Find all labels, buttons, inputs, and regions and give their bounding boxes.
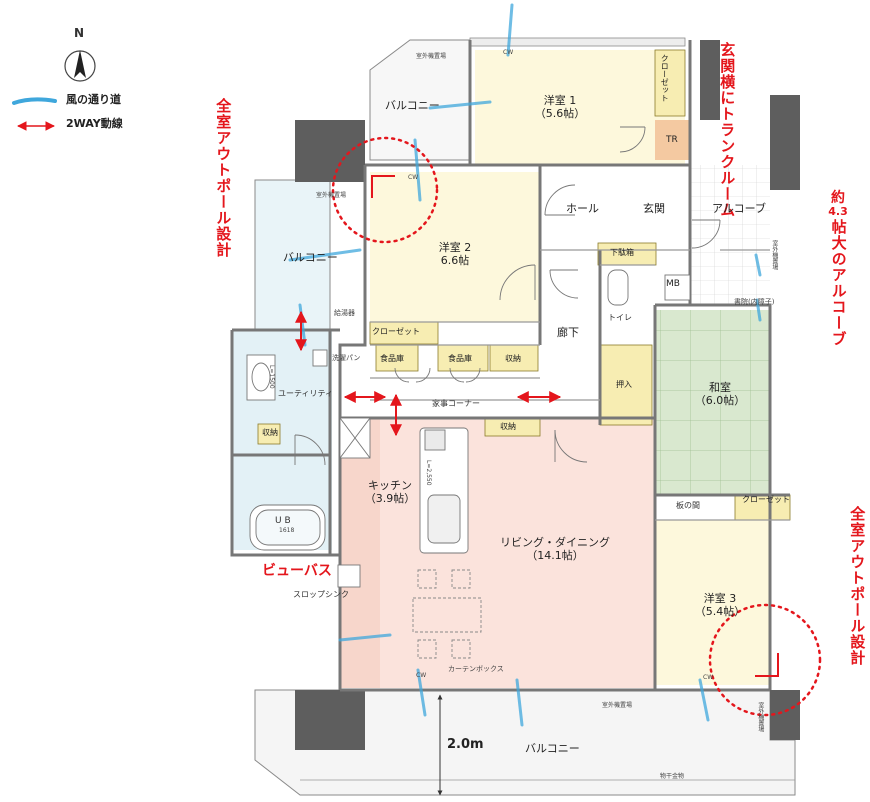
label-storage2: 収納 <box>500 422 516 431</box>
label-genkan: 玄関 <box>643 202 665 215</box>
label-shoe: 下駄箱 <box>610 248 634 257</box>
label-closet1: クローゼット <box>372 327 420 336</box>
label-wash-pan: 洗濯パン <box>332 354 361 362</box>
thin-walls <box>370 249 790 521</box>
room-washitsu: 和室 （6.0帖） <box>690 381 750 407</box>
alcove-suffix: 帖大のアルコーブ <box>829 218 848 347</box>
walls <box>230 40 790 692</box>
balcony-depth-label: 2.0m <box>447 737 484 752</box>
dining-set <box>412 569 482 659</box>
label-monohoshi: 物干金物 <box>660 773 685 780</box>
label-ub-size: 1618 <box>279 527 295 534</box>
room-western2: 洋室 2 6.6帖 <box>425 241 485 267</box>
room-western2-name: 洋室 2 <box>438 241 472 254</box>
balconies <box>254 37 796 796</box>
label-cw3: CW <box>416 672 427 679</box>
fixtures <box>246 269 691 588</box>
room-kitchen: キッチン （3.9帖） <box>355 479 425 505</box>
label-toilet: トイレ <box>608 313 632 322</box>
label-corridor: 廊下 <box>557 326 579 339</box>
columns <box>295 40 800 750</box>
label-housework: 家事コーナー <box>432 399 480 408</box>
room-washitsu-name: 和室 <box>709 381 731 394</box>
room-western1: 洋室 1 （5.6帖） <box>530 94 590 120</box>
room-living-size: （14.1帖） <box>526 548 584 562</box>
label-balcony-left: バルコニー <box>283 251 338 264</box>
legend-wind-label: 風の通り道 <box>66 93 121 106</box>
label-curtain-box: カーテンボックス <box>448 665 504 673</box>
room-living-name: リビング・ダイニング <box>500 536 610 549</box>
label-closet2: クローゼット <box>742 495 790 504</box>
room-western3-size: （5.4帖） <box>694 604 746 618</box>
storage-boxes <box>257 49 791 521</box>
label-balcony-top: バルコニー <box>385 99 440 112</box>
label-mb: MB <box>666 279 680 289</box>
label-cw4: CW <box>703 674 714 681</box>
label-pantry1: 食品庫 <box>380 354 404 363</box>
callout-outpole-left: 全室アウトポール設計 <box>214 98 233 258</box>
callout-trunk-room: 玄関横にトランクルーム <box>718 42 737 218</box>
label-alcove: アルコーブ <box>712 202 767 215</box>
callout-alcove: 約 4.3 帖大のアルコーブ <box>818 190 858 347</box>
label-slop-sink: スロップシンク <box>293 590 349 599</box>
label-kitchen-length: L=2,550 <box>424 460 432 486</box>
label-utility: ユーティリティ <box>278 389 334 398</box>
room-kitchen-name: キッチン <box>368 479 412 492</box>
room-fills <box>232 50 770 688</box>
label-outdoor-unit2: 室外機置場 <box>316 192 347 199</box>
room-western3-name: 洋室 3 <box>703 592 737 605</box>
label-cw1: CW <box>503 49 514 56</box>
room-western1-size: （5.6帖） <box>534 106 586 120</box>
outpole-highlights <box>331 136 822 717</box>
label-sink-length: L=1500 <box>267 365 275 389</box>
label-itanoma: 板の間 <box>676 501 700 510</box>
legend-two-way-label: 2WAY動線 <box>66 117 123 130</box>
room-washitsu-size: （6.0帖） <box>694 393 746 407</box>
north-arrow-icon <box>74 50 86 78</box>
two-way-arrows <box>295 310 562 437</box>
room-western3: 洋室 3 （5.4帖） <box>690 592 750 618</box>
room-western1-name: 洋室 1 <box>543 94 577 107</box>
label-pantry2: 食品庫 <box>448 354 472 363</box>
wind-legend-icon <box>12 97 57 105</box>
label-hall: ホール <box>566 202 599 215</box>
doors <box>294 126 721 466</box>
label-balcony-bottom: バルコニー <box>525 742 580 755</box>
room-kitchen-size: （3.9帖） <box>364 491 416 505</box>
label-storage1: 収納 <box>505 354 521 363</box>
label-cw2: CW <box>408 174 419 181</box>
label-storage3: 収納 <box>262 428 278 437</box>
room-living: リビング・ダイニング （14.1帖） <box>490 536 620 562</box>
label-water-heater: 給湯器 <box>334 309 355 317</box>
callout-view-bath: ビューバス <box>262 563 332 579</box>
room-western2-size: 6.6帖 <box>440 253 470 267</box>
label-shoin: 書院(内障子) <box>734 298 775 306</box>
label-closet3: クローゼット <box>660 54 670 102</box>
label-outdoor-unit1: 室外機置場 <box>416 53 447 60</box>
label-outdoor-unit4: 室外機置場 <box>770 240 778 270</box>
label-tr: TR <box>666 135 678 145</box>
north-label: N <box>74 26 85 40</box>
legend-graphics <box>12 50 96 131</box>
alcove-prefix: 約 <box>831 190 845 206</box>
label-outdoor-unit3: 室外機置場 <box>602 702 633 709</box>
label-oshiire: 押入 <box>616 380 632 389</box>
label-outdoor-unit5: 室外機置場 <box>756 702 764 732</box>
alcove-size: 4.3 <box>828 205 848 219</box>
label-ub: U B <box>275 516 291 526</box>
callout-outpole-right: 全室アウトポール設計 <box>848 506 867 666</box>
